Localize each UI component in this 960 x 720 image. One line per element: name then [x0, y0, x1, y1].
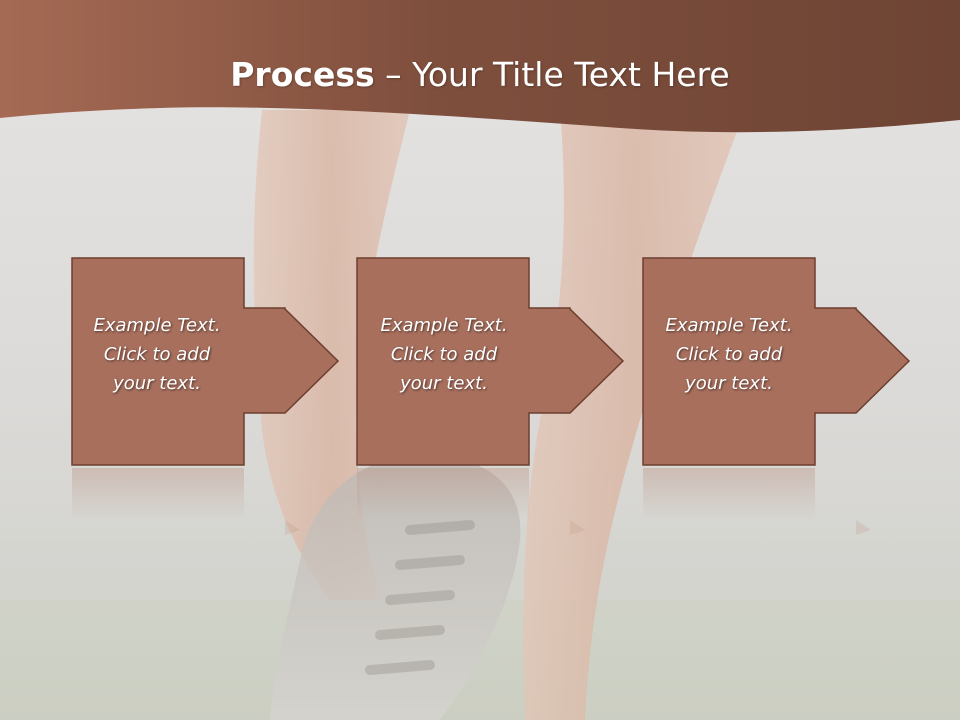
shoe-shape [270, 455, 521, 720]
step-text-line: your text. [685, 373, 773, 394]
step-reflection [643, 468, 815, 520]
step-box-arrow[interactable] [642, 257, 911, 466]
step-3-text[interactable]: Example Text. Click to add your text. [644, 311, 814, 398]
step-1-text[interactable]: Example Text. Click to add your text. [72, 311, 242, 398]
step-box-arrow[interactable] [71, 257, 340, 466]
title-bold: Process [230, 55, 375, 94]
step-text-line: Click to add [103, 344, 211, 365]
step-text-line: Example Text. [665, 315, 793, 336]
step-reflection [72, 468, 244, 520]
step-reflection [357, 468, 529, 520]
step-text-line: your text. [113, 373, 201, 394]
step-text-line: your text. [400, 373, 488, 394]
step-text-line: Example Text. [93, 315, 221, 336]
step-box-arrow[interactable] [356, 257, 625, 466]
header-band [0, 0, 960, 133]
step-text-line: Example Text. [380, 315, 508, 336]
step-text-line: Click to add [675, 344, 783, 365]
process-step-2[interactable] [356, 257, 625, 535]
step-2-text[interactable]: Example Text. Click to add your text. [359, 311, 529, 398]
slide-title[interactable]: Process – Your Title Text Here [0, 52, 960, 98]
step-text-line: Click to add [390, 344, 498, 365]
title-rest: – Your Title Text Here [374, 55, 730, 94]
process-step-1[interactable] [71, 257, 340, 535]
process-step-3[interactable] [642, 257, 911, 535]
